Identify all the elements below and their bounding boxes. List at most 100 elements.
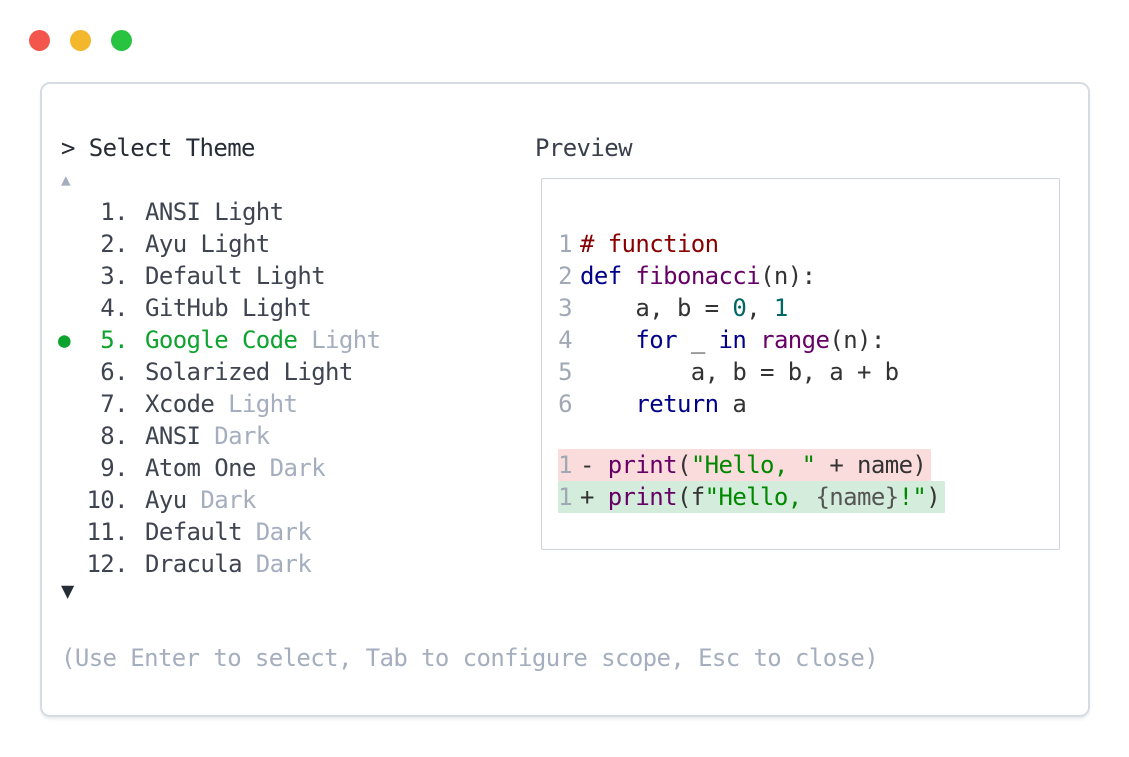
line-number: 5 <box>558 358 572 386</box>
code-token-number: 1 <box>773 294 788 322</box>
code-token-plain: a <box>718 390 747 418</box>
line-number: 2 <box>558 262 572 290</box>
theme-item-11[interactable]: 11. Default Dark <box>58 516 380 548</box>
theme-item-number: 8. <box>100 422 128 450</box>
code-token-title: print <box>607 483 678 511</box>
diff-line-removed: 1- print("Hello, " + name) <box>558 449 932 481</box>
theme-variant-label: Dark <box>200 422 270 450</box>
theme-item-label: Solarized Light <box>145 358 353 386</box>
code-token-title: range <box>760 326 830 354</box>
theme-item-label: GitHub Light <box>145 294 312 322</box>
code-token-plain <box>622 262 636 290</box>
code-token-subst: {name} <box>815 483 899 511</box>
theme-variant-label: Dark <box>255 454 326 482</box>
diff-sign: + <box>580 483 608 511</box>
theme-item-label: Atom One Dark <box>145 454 326 482</box>
code-token-keyword: in <box>718 326 747 354</box>
code-token-comment: # function <box>580 230 719 258</box>
selected-dot-icon: ● <box>58 327 71 352</box>
code-token-title: fibonacci <box>635 262 761 290</box>
line-number: 4 <box>558 326 572 354</box>
diff-line-added: 1 + print(f"Hello, {name}!") <box>558 481 946 513</box>
preview-heading: Preview <box>535 134 633 162</box>
code-token-string: !" <box>898 483 927 511</box>
code-token-number: 0 <box>732 294 747 322</box>
theme-item-12[interactable]: 12. Dracula Dark <box>58 548 380 580</box>
minimize-button[interactable] <box>70 30 91 51</box>
theme-variant-label: Dark <box>241 518 312 546</box>
dialog-title-text: Select Theme <box>88 134 256 162</box>
theme-item-label: ANSI Dark <box>145 422 270 450</box>
code-token-plain <box>580 326 635 354</box>
code-line: 6 return a <box>558 388 1059 420</box>
code-line: 1 # function <box>558 228 1059 260</box>
theme-variant-label: Dark <box>241 550 312 578</box>
code-token-plain: a, b = b, a + b <box>580 358 899 386</box>
theme-item-number: 2. <box>100 230 128 258</box>
code-token-plain: ) <box>926 483 941 511</box>
theme-item-label: Default Dark <box>145 518 312 546</box>
code-line: 5 a, b = b, a + b <box>558 356 1059 388</box>
dialog-title: > Select Theme <box>61 132 256 164</box>
code-token-plain: (f <box>676 483 705 511</box>
code-token-plain: (n): <box>760 262 816 290</box>
diff-sign: - <box>580 451 608 479</box>
theme-variant-label: Light <box>297 326 381 354</box>
code-token-plain: (n): <box>829 326 885 354</box>
theme-item-6[interactable]: 6. Solarized Light <box>58 356 380 388</box>
code-token-keyword: return <box>635 390 719 418</box>
theme-item-7[interactable]: 7. Xcode Light <box>58 388 380 420</box>
theme-item-label: Ayu Dark <box>145 486 256 514</box>
theme-item-label: Ayu Light <box>145 230 270 258</box>
theme-item-number: 10. <box>86 486 128 514</box>
theme-item-label: Default Light <box>145 262 326 290</box>
blank-line <box>558 420 1059 449</box>
theme-item-1[interactable]: 1.ANSI Light <box>58 196 380 228</box>
code-token-plain: a, b = <box>580 294 733 322</box>
code-token-keyword: for <box>635 326 677 354</box>
theme-item-number: 11. <box>86 518 128 546</box>
code-line: 3 a, b = 0, 1 <box>558 292 1059 324</box>
theme-item-number: 6. <box>100 358 128 386</box>
theme-variant-label: Dark <box>186 486 256 514</box>
theme-item-label: ANSI Light <box>145 198 284 226</box>
code-token-plain: _ <box>676 326 719 354</box>
theme-item-number: 3. <box>100 262 128 290</box>
code-line: 4 for _ in range(n): <box>558 324 1059 356</box>
theme-item-10[interactable]: 10. Ayu Dark <box>58 484 380 516</box>
theme-item-label: Google Code Light <box>145 326 381 354</box>
theme-item-number: 12. <box>86 550 128 578</box>
prompt-caret: > <box>61 134 75 162</box>
line-number: 3 <box>558 294 572 322</box>
code-token-plain <box>746 326 760 354</box>
scroll-down-icon[interactable]: ▼ <box>61 579 74 604</box>
code-token-plain: + name) <box>815 451 927 479</box>
theme-item-5[interactable]: ●5.Google Code Light <box>58 324 381 356</box>
scroll-up-icon[interactable]: ▲ <box>61 170 71 189</box>
theme-item-label: Dracula Dark <box>145 550 312 578</box>
footer-hint: (Use Enter to select, Tab to configure s… <box>61 644 879 672</box>
theme-item-9[interactable]: 9. Atom One Dark <box>58 452 380 484</box>
theme-item-number: 9. <box>100 454 128 482</box>
line-number: 1 <box>558 230 572 258</box>
zoom-button[interactable] <box>111 30 132 51</box>
code-token-plain: , <box>746 294 774 322</box>
theme-item-number: 7. <box>100 390 128 418</box>
line-number: 1 <box>558 483 572 511</box>
code-token-plain <box>580 390 635 418</box>
code-token-string: "Hello, <box>704 483 816 511</box>
theme-item-4[interactable]: 4. GitHub Light <box>58 292 380 324</box>
theme-item-number: 4. <box>100 294 128 322</box>
theme-item-2[interactable]: 2. Ayu Light <box>58 228 380 260</box>
theme-item-8[interactable]: 8. ANSI Dark <box>58 420 380 452</box>
theme-item-label: Xcode Light <box>145 390 298 418</box>
window-controls <box>29 30 132 51</box>
theme-item-3[interactable]: 3. Default Light <box>58 260 380 292</box>
close-button[interactable] <box>29 30 50 51</box>
code-token-string: "Hello, " <box>690 451 816 479</box>
